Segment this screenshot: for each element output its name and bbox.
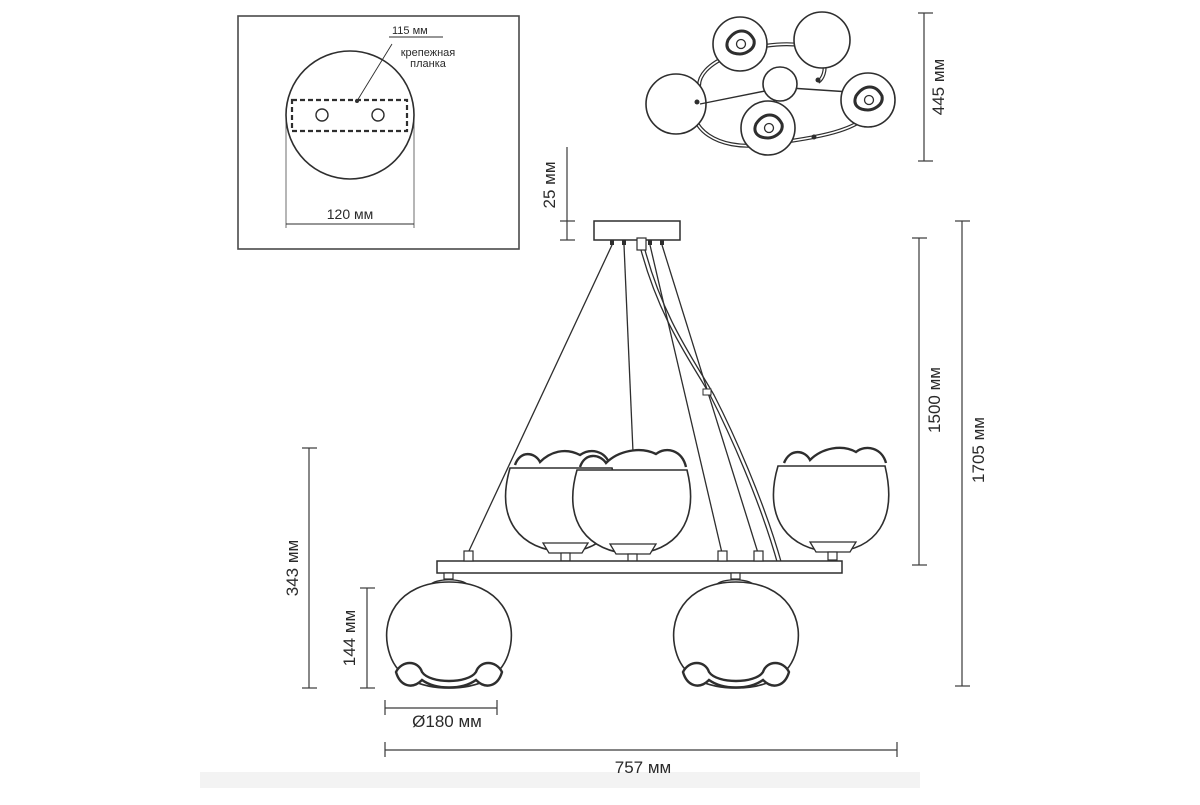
mounting-plate-inset: 115 мм крепежная планка 120 мм: [237, 15, 520, 250]
top-view: 445 мм: [645, 11, 948, 162]
topview-center-hub: [762, 66, 798, 102]
lower-shade-1: [385, 572, 513, 689]
total-height-label: 1705 мм: [969, 417, 988, 483]
suspension-dimension: 1500 мм: [912, 237, 944, 566]
shade-diameter-dimension: Ø180 мм: [384, 700, 498, 731]
bracket-leader: [356, 43, 393, 102]
ceiling-canopy: [593, 220, 681, 241]
inset-bottom-dimension: 120 мм: [327, 206, 374, 222]
lamp-side-view: [385, 220, 890, 689]
canopy-height-label: 25 мм: [540, 161, 559, 208]
body-height-label: 343 мм: [283, 540, 302, 596]
bracket-label-line2: планка: [410, 58, 447, 70]
mounting-bracket: [290, 98, 409, 133]
upper-shade-2: [572, 448, 692, 563]
top-view-depth-label: 445 мм: [929, 59, 948, 115]
shade-diameter-label: Ø180 мм: [412, 712, 482, 731]
screw-hole-left: [315, 108, 329, 122]
footer-shade: [200, 772, 920, 788]
canopy-plate-circle: [285, 50, 415, 180]
screw-hole-right: [371, 108, 385, 122]
total-width-dimension: 757 мм: [384, 742, 898, 777]
total-width-label: 757 мм: [615, 758, 671, 777]
shade-height-label: 144 мм: [340, 610, 359, 666]
upper-shade-3: [772, 446, 890, 561]
topview-globe-left: [645, 73, 707, 135]
total-height-dimension: 1705 мм: [955, 220, 988, 687]
shade-height-dimension: 144 мм: [340, 587, 375, 689]
lamp-frame-bar: [436, 560, 843, 574]
topview-globe-back: [793, 11, 851, 69]
body-height-dimension: 343 мм: [283, 447, 317, 689]
canopy-height-dimension: 25 мм: [540, 147, 575, 241]
suspension-length-label: 1500 мм: [925, 367, 944, 433]
bracket-label-line1: крепежная: [401, 47, 456, 59]
inset-top-dimension: 115 мм: [392, 25, 428, 37]
lower-shade-2: [672, 572, 800, 689]
